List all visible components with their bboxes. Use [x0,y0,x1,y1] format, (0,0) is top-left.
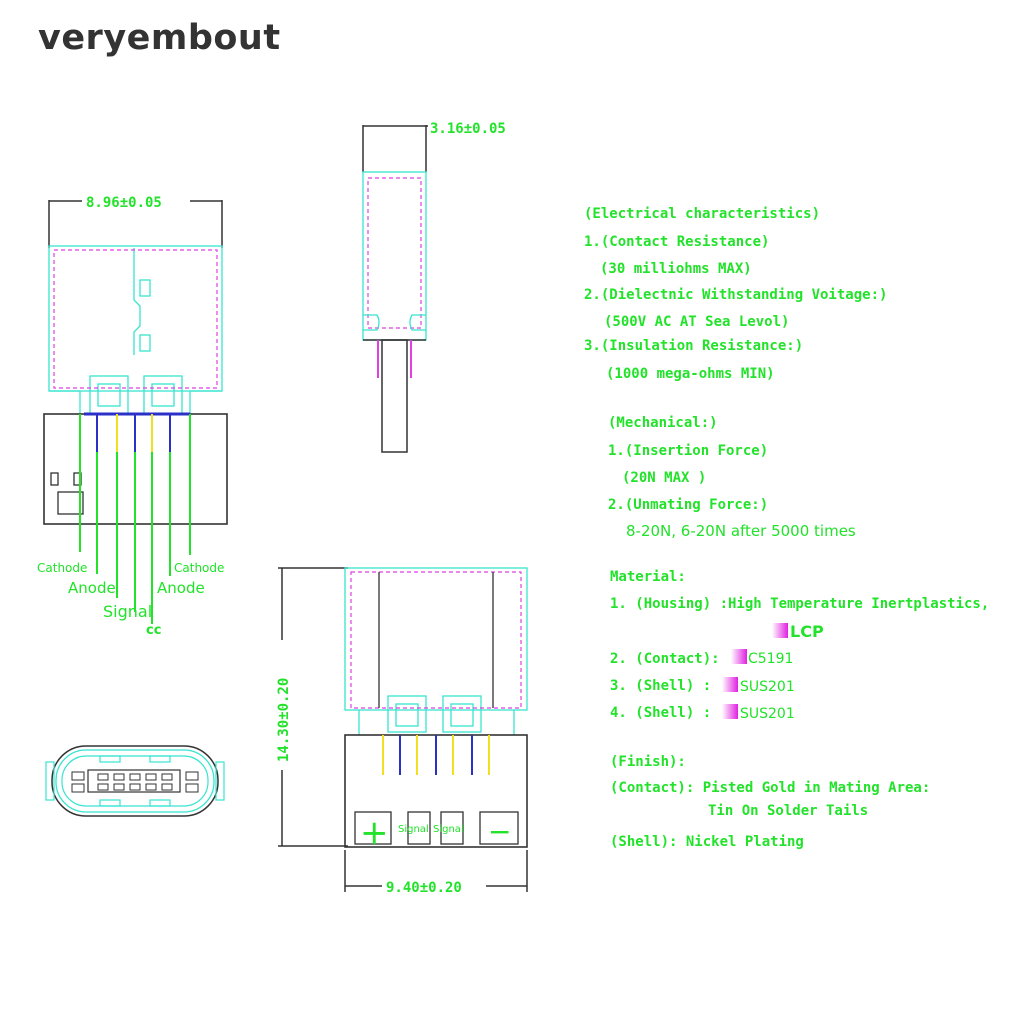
bottom-shell [344,567,528,735]
front-body-window [57,491,84,515]
front-width-label: 8.96±0.05 [86,195,162,211]
spec-electrical-2-value: (500V AC AT Sea Levol) [604,314,789,330]
side-thickness-label: 3.16±0.05 [430,121,506,137]
spec-material-1: 1. (Housing) :High Temperature Inertplas… [610,596,989,612]
spec-finish-2: (Shell): Nickel Plating [610,834,804,850]
spec-material-2: 2. (Contact): [610,651,720,667]
end-view [45,745,225,817]
pin-label-cathode-left: Cathode [37,561,87,575]
spec-material-2-value: C5191 [748,651,793,667]
spec-mechanical-2-value: 8-20N, 6-20N after 5000 times [626,522,856,540]
spec-material-4-value: SUS201 [740,706,795,722]
spec-material-3: 3. (Shell) : [610,678,711,694]
spec-mechanical-1: 1.(Insertion Force) [608,443,768,459]
spec-electrical-title: (Electrical characteristics) [584,206,820,222]
pin-label-signal: Signal [103,602,152,621]
pin-label-cathode-right: Cathode [174,561,224,575]
bottom-width-dimension [344,850,528,892]
pin-label-anode-left: Anode [68,579,116,597]
bottom-length-label: 14.30±0.20 [276,678,292,762]
bottom-minus-sign: − [488,815,511,848]
spec-material-4: 4. (Shell) : [610,705,711,721]
spec-finish-title: (Finish): [610,754,686,770]
front-pins [79,414,191,624]
spec-electrical-3-value: (1000 mega-ohms MIN) [606,366,775,382]
bottom-housing-outline [350,571,522,709]
front-view: 8.96±0.05 [37,195,228,638]
front-width-dimension [48,200,223,248]
front-housing-outline [53,249,218,389]
side-thickness-dimension [362,125,428,172]
material-1-swatch [772,623,788,638]
side-housing-outline [367,177,422,329]
specifications: (Electrical characteristics) 1.(Contact … [584,206,989,850]
spec-mechanical-title: (Mechanical:) [608,415,718,431]
spec-electrical-2: 2.(Dielectnic Withstanding Voitage:) [584,287,887,303]
side-view: 3.16±0.05 [362,121,506,453]
bottom-view: 14.30±0.20 9.40±0.20 [276,567,528,896]
bottom-signal-2: Signal [433,824,464,835]
bottom-plus-sign: + [360,813,389,853]
bottom-pins [382,735,490,775]
material-3-swatch [722,677,738,692]
spec-mechanical-1-value: (20N MAX ) [622,470,706,486]
material-4-swatch [722,704,738,719]
pin-label-cc: cc [146,623,161,638]
bottom-width-label: 9.40±0.20 [386,880,462,896]
material-2-swatch [731,649,747,664]
spec-finish-1-cont: Tin On Solder Tails [708,803,868,819]
spec-electrical-1-value: (30 milliohms MAX) [600,261,752,277]
spec-mechanical-2: 2.(Unmating Force:) [608,497,768,513]
spec-material-1-value: LCP [790,622,824,641]
pin-label-anode-right: Anode [157,579,205,597]
side-tail [363,339,426,453]
spec-material-3-value: SUS201 [740,679,795,695]
spec-finish-1: (Contact): Pisted Gold in Mating Area: [610,780,930,796]
spec-electrical-3: 3.(Insulation Resistance:) [584,338,803,354]
spec-electrical-1: 1.(Contact Resistance) [584,234,769,250]
bottom-length-dimension [278,567,348,847]
spec-material-title: Material: [610,569,686,585]
brand-logo: veryembout [38,18,281,58]
bottom-signal-1: Signal [398,824,429,835]
